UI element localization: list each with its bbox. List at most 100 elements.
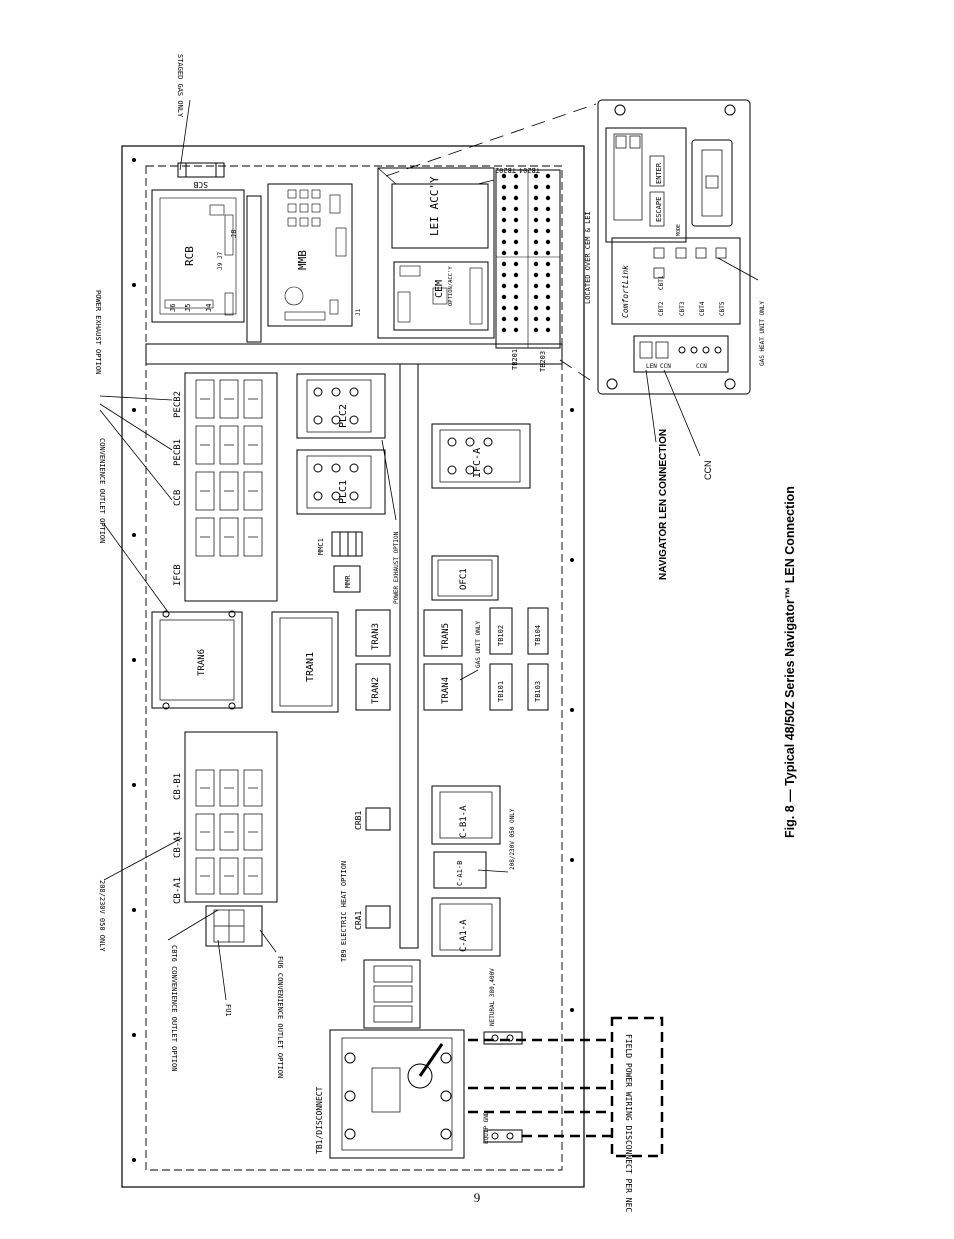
breaker-pole <box>195 857 215 895</box>
breaker-pole <box>243 379 263 419</box>
callout-208-230v: 208/230V 050 ONLY <box>98 880 106 952</box>
terminal-dot <box>545 261 551 267</box>
breaker-pole <box>243 813 263 851</box>
label-tb202: TB202 <box>495 166 516 174</box>
din-rail-horizontal <box>145 343 563 365</box>
label-cem: CEM <box>434 280 445 298</box>
page-number: 9 <box>473 1190 481 1205</box>
terminal-dot <box>513 195 519 201</box>
plc1-contactor <box>296 449 386 515</box>
terminal-dot <box>513 173 519 179</box>
label-tb101: TB101 <box>497 681 505 702</box>
callout-208-230v-2: 208/230V 050 ONLY <box>509 808 516 870</box>
tran4-transformer <box>423 663 463 711</box>
terminal-dot <box>513 294 519 300</box>
nav-escape-label: ESCAPE <box>655 197 663 222</box>
terminal-dot <box>545 294 551 300</box>
label-cem-sub: OPTION/ACC'Y <box>448 266 454 306</box>
terminal-dot <box>545 250 551 256</box>
label-tb102: TB102 <box>497 625 505 646</box>
callout-fu6: FU6 CONVENIENCE OUTLET OPTION <box>276 956 284 1078</box>
label-tran6: TRAN6 <box>197 649 207 676</box>
terminal-dot <box>501 261 507 267</box>
fuse-block <box>205 905 263 947</box>
label-mmr: MMR <box>344 575 352 588</box>
breaker-group-lower <box>184 731 278 903</box>
terminal-dot <box>501 206 507 212</box>
terminal-dot <box>533 316 539 322</box>
label-ccb: CCB <box>173 490 183 506</box>
terminal-dot <box>501 173 507 179</box>
callout-navigator-len: NAVIGATOR LEN CONNECTION <box>658 429 669 580</box>
terminal-dot <box>513 206 519 212</box>
terminal-dot <box>533 261 539 267</box>
label-j6: J6 <box>169 304 177 312</box>
terminal-dot <box>533 305 539 311</box>
breaker-pole <box>219 379 239 419</box>
nav-ccn-port-label: CCN <box>660 363 671 370</box>
label-plc2: PLC2 <box>338 404 349 428</box>
breaker-pole <box>243 857 263 895</box>
label-c-a1-a: C-A1-A <box>459 919 469 952</box>
c-a1-a-contactor <box>431 897 501 957</box>
nav-ccn-port2-label: CCN <box>696 363 707 370</box>
label-j1: J1 <box>355 308 362 316</box>
terminal-dot <box>513 327 519 333</box>
terminal-dot <box>533 184 539 190</box>
nav-len-port-label: LEN <box>646 363 657 370</box>
label-crb1: CRB1 <box>354 811 363 830</box>
tran6-transformer <box>151 610 243 710</box>
tb1-disconnect <box>329 1029 465 1159</box>
tran3-transformer <box>355 609 391 657</box>
label-pecb2: PECB2 <box>173 391 183 418</box>
label-c-a1-b: C-A1-B <box>456 861 464 886</box>
terminal-dot <box>513 305 519 311</box>
label-tb203: TB203 <box>539 351 547 372</box>
terminal-dot <box>545 316 551 322</box>
figure-caption: Fig. 8 — Typical 48/50Z Series Navigator… <box>783 486 797 838</box>
callout-power-exhaust-2: POWER EXHAUST OPTION <box>393 531 400 604</box>
label-tran5: TRAN5 <box>441 623 451 650</box>
mmr-relay <box>333 565 361 593</box>
label-tb204: TB204 <box>519 166 540 174</box>
terminal-dot <box>533 173 539 179</box>
label-j9-j7: J9 J7 <box>217 252 224 270</box>
tran5-transformer <box>423 609 463 657</box>
label-scb: SCB <box>193 180 208 189</box>
lei-cem-enclosure <box>377 167 495 339</box>
label-j5: J5 <box>184 304 192 312</box>
terminal-dot <box>545 184 551 190</box>
terminal-dot <box>501 184 507 190</box>
terminal-dot <box>513 250 519 256</box>
terminal-dot <box>533 294 539 300</box>
nav-enter-label: ENTER <box>655 162 663 184</box>
callout-netural: NETURAL 380,400V <box>489 968 496 1026</box>
terminal-dot <box>533 228 539 234</box>
terminal-dot <box>545 283 551 289</box>
nav-cbt2-label: CBT2 <box>658 301 665 316</box>
terminal-dot <box>545 228 551 234</box>
terminal-dot <box>533 217 539 223</box>
terminal-dot <box>501 294 507 300</box>
mmb-board <box>267 183 353 327</box>
terminal-dot <box>513 228 519 234</box>
terminal-dot <box>533 272 539 278</box>
navigator-projection-lines <box>385 103 597 385</box>
label-cra1: CRA1 <box>354 911 363 930</box>
breaker-pole <box>195 471 215 511</box>
din-rail-top <box>246 195 262 343</box>
breaker-pole <box>195 379 215 419</box>
label-mmb: MMB <box>296 250 309 270</box>
rcb-board <box>151 189 245 323</box>
label-lei: LEI ACC'Y <box>428 176 441 236</box>
label-cb-b1: CB-B1 <box>173 773 183 800</box>
label-tb103: TB103 <box>534 681 542 702</box>
breaker-pole <box>219 857 239 895</box>
tb103-block <box>527 663 549 711</box>
callout-equip-gnd: EQUIP GND <box>483 1111 490 1144</box>
breaker-pole <box>195 517 215 557</box>
label-tran2: TRAN2 <box>371 677 381 704</box>
callout-tb9: TB9 ELECTRIC HEAT OPTION <box>340 861 348 962</box>
tb9-block <box>363 959 421 1029</box>
breaker-pole <box>243 517 263 557</box>
